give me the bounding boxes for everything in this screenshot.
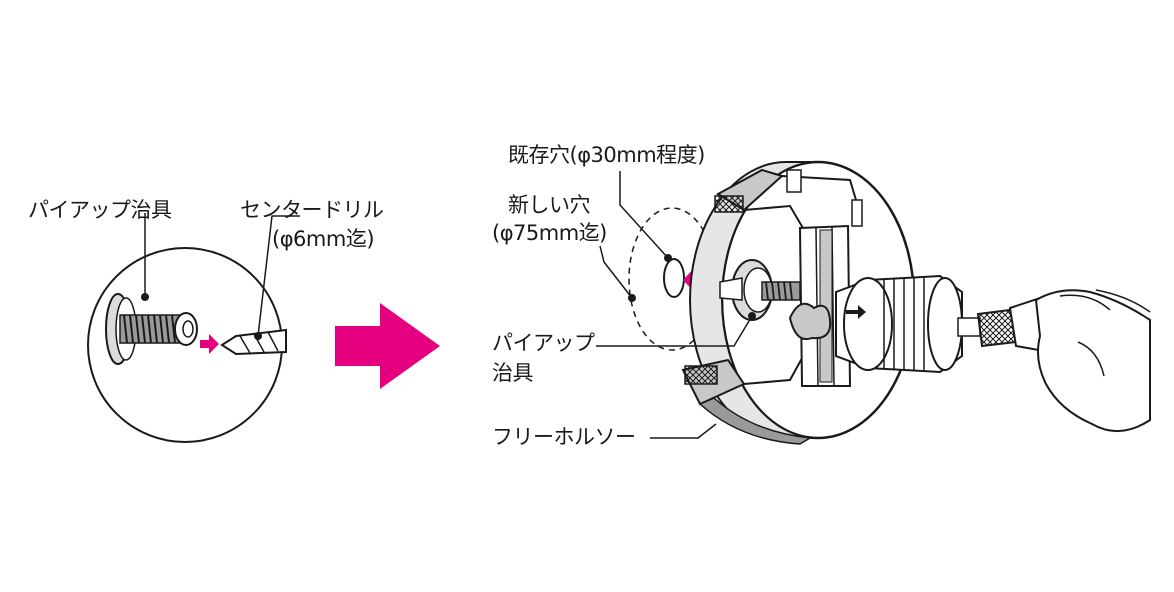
label-pipe-jig-right-line2: 治具 — [492, 361, 534, 385]
leader-dot-existing-hole — [664, 254, 672, 262]
leader-center-drill — [257, 215, 300, 337]
label-free-hole-saw: フリーホルソー — [492, 425, 636, 449]
hand — [1034, 289, 1151, 433]
pipe-jig-detail — [105, 293, 198, 365]
pipe-jig-main — [719, 259, 801, 321]
leader-existing-hole — [619, 171, 669, 259]
label-pipe-jig-left: パイアップ治具 — [28, 198, 172, 222]
leader-dot-center-drill — [254, 332, 262, 340]
center-drill-bit — [220, 328, 287, 356]
label-new-hole-line2: (φ75mm迄) — [492, 221, 607, 245]
label-center-drill: センタードリル — [240, 198, 384, 222]
label-existing-hole: 既存穴(φ30mm程度) — [508, 143, 705, 167]
insert-arrow-small — [200, 334, 219, 354]
existing-hole — [663, 258, 685, 298]
label-new-hole-line1: 新しい穴 — [508, 193, 591, 217]
leader-new-hole — [599, 245, 633, 299]
leader-dot-pipe-jig-right — [748, 312, 756, 320]
drill-chuck — [835, 274, 1052, 374]
direction-arrow — [335, 303, 440, 389]
label-pipe-jig-right-line1: パイアップ — [492, 331, 595, 355]
leader-pipe-jig-right — [596, 315, 753, 347]
label-center-drill-spec: (φ6mm迄) — [272, 227, 375, 251]
leader-free-hole-saw — [650, 423, 717, 439]
leader-dot-pipe-jig-left — [141, 293, 149, 301]
leader-dot-new-hole — [628, 294, 636, 302]
